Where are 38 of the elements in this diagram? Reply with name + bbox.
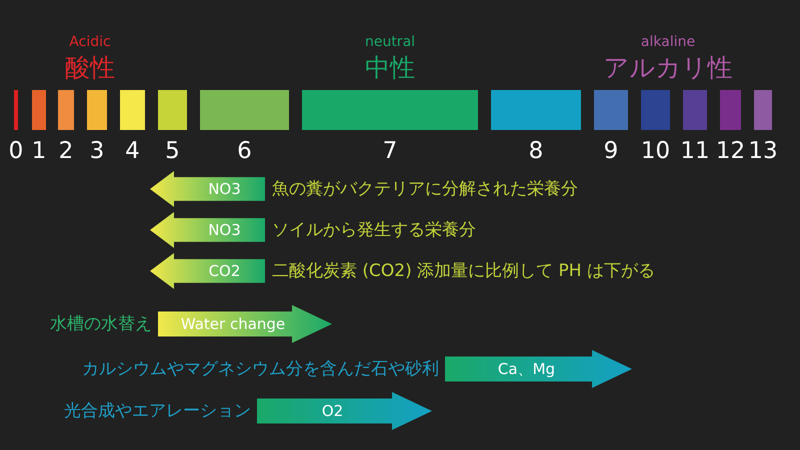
arrow-shape bbox=[150, 171, 265, 207]
ph-value: 9 bbox=[604, 140, 618, 163]
scale-heading: neutral bbox=[364, 35, 416, 49]
arrow-shape bbox=[150, 212, 265, 248]
arrow-shape bbox=[445, 350, 632, 388]
scale-heading: Acidic bbox=[69, 35, 111, 49]
arrow-shape bbox=[158, 305, 332, 343]
ph-value: 11 bbox=[680, 140, 710, 163]
description-text: カルシウムやマグネシウム分を含んだ石や砂利 bbox=[82, 359, 439, 379]
arrow-shape bbox=[150, 253, 265, 289]
arrow-shape bbox=[257, 392, 432, 430]
arrow-label: NO3 bbox=[208, 221, 241, 239]
ph-value: 6 bbox=[237, 140, 252, 163]
ph-value: 1 bbox=[32, 140, 46, 163]
description-text: 魚の糞がバクテリアに分解された栄養分 bbox=[272, 179, 578, 199]
description-text: ソイルから発生する栄養分 bbox=[272, 220, 476, 240]
ph-value: 7 bbox=[382, 140, 398, 163]
ph-value: 5 bbox=[165, 140, 180, 163]
ph-value: 0 bbox=[8, 140, 24, 163]
scale-heading: アルカリ性 bbox=[604, 55, 732, 80]
arrow-label: Ca、Mg bbox=[498, 360, 556, 378]
ph-value: 3 bbox=[90, 140, 104, 163]
scale-heading: 中性 bbox=[365, 55, 415, 80]
scale-heading: 酸性 bbox=[65, 55, 115, 80]
ph-value: 13 bbox=[748, 140, 778, 163]
arrow-label: CO2 bbox=[208, 262, 240, 280]
arrow-label: NO3 bbox=[208, 180, 241, 198]
ph-value: 4 bbox=[125, 140, 140, 163]
ph-value: 2 bbox=[58, 140, 74, 163]
scale-heading: alkaline bbox=[640, 35, 696, 49]
arrow-label: Water change bbox=[180, 315, 286, 333]
description-text: 光合成やエアレーション bbox=[64, 401, 251, 421]
ph-value: 12 bbox=[716, 140, 746, 163]
ph-value: 8 bbox=[528, 140, 544, 163]
description-text: 水槽の水替え bbox=[50, 314, 152, 334]
arrow-label: O2 bbox=[322, 402, 344, 420]
ph-value: 10 bbox=[640, 140, 670, 163]
description-text: 二酸化炭素 (CO2) 添加量に比例して PH は下がる bbox=[272, 261, 655, 281]
